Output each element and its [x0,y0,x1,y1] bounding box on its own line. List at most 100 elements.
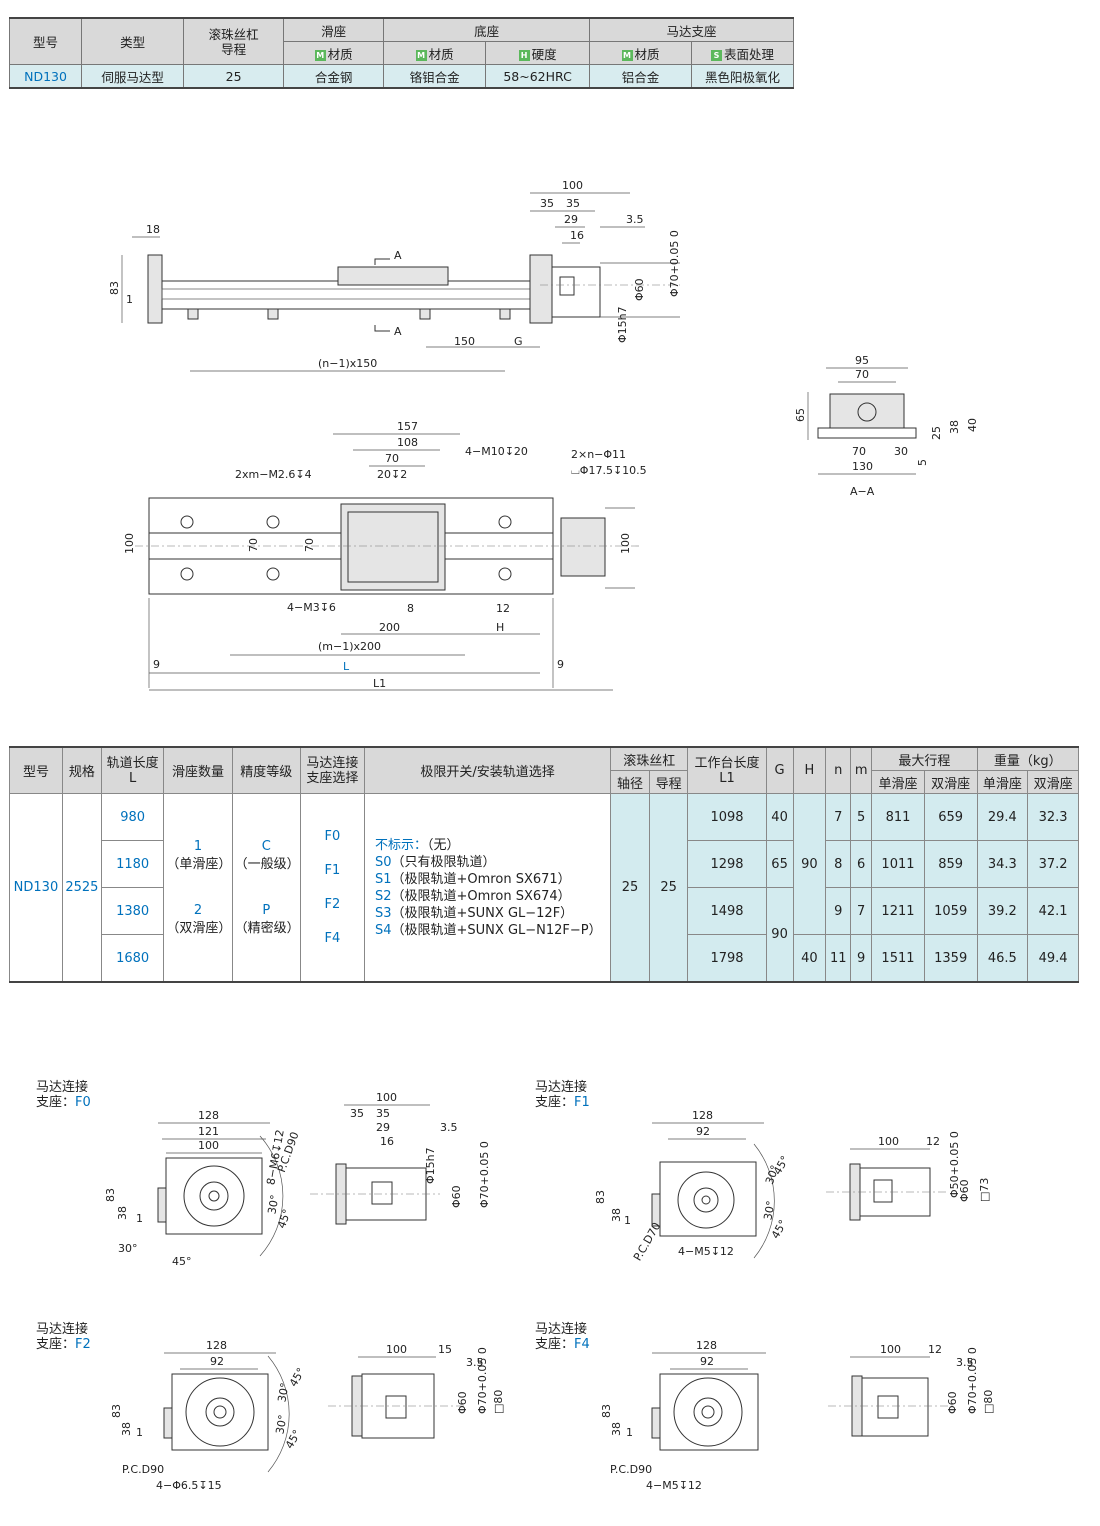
svg-text:12: 12 [926,1135,940,1148]
mount-f1-drawing: 128 92 83 38 1 P.C.D70 4−M5↧12 30° 45° 3… [594,1108,1006,1288]
svg-text:3.5: 3.5 [626,213,644,226]
cell-stroke-double: 1359 [923,934,978,983]
svg-text:92: 92 [700,1355,714,1368]
svg-text:83: 83 [594,1190,607,1204]
th-spec: 规格 [61,746,102,794]
svg-text:128: 128 [198,1109,219,1122]
cell-weight-single: 46.5 [976,934,1029,983]
cell-rail-length: 1180 [100,840,165,888]
cell-m: 9 [850,934,873,983]
svg-text:45°: 45° [275,1207,294,1230]
cell-mount: F0 F1 F2 F4 [299,793,365,983]
th-base: 底座 [383,17,591,42]
svg-text:1: 1 [136,1426,143,1439]
th-stroke-single: 单滑座 [871,770,925,794]
side-view-drawing: 100 35 35 29 16 3.5 18 83 1 A A 150 G (n… [100,175,700,375]
svg-text:38: 38 [120,1422,133,1436]
cell-table-length: 1498 [687,887,767,935]
cell-weight-single: 34.3 [976,840,1029,888]
th-ball-screw: 滚珠丝杠 [610,746,689,771]
svg-text:121: 121 [198,1125,219,1138]
svg-text:128: 128 [206,1339,227,1352]
spec-base-material: 铬钼合金 [383,64,487,89]
svg-text:45°: 45° [172,1255,192,1268]
svg-text:□80: □80 [492,1390,505,1414]
svg-text:83: 83 [110,1404,123,1418]
svg-text:□73: □73 [978,1178,991,1202]
cell-rail-length: 1680 [100,934,165,983]
cell-m: 6 [850,840,873,888]
svg-text:9: 9 [153,658,160,671]
svg-text:16: 16 [570,229,584,242]
svg-text:35: 35 [566,197,580,210]
svg-text:P.C.D90: P.C.D90 [610,1463,652,1476]
th-stroke-double: 双滑座 [923,770,978,794]
svg-text:Φ60: Φ60 [633,278,646,301]
cell-table-length: 1098 [687,793,767,841]
cell-n: 8 [825,840,852,888]
svg-text:1: 1 [136,1212,143,1225]
material-badge: M [415,49,427,61]
th-model: 型号 [8,17,83,65]
svg-text:5: 5 [916,459,929,466]
svg-text:□80: □80 [982,1390,995,1414]
svg-text:L1: L1 [373,677,386,690]
hardness-badge: H [518,49,530,61]
svg-text:16: 16 [380,1135,394,1148]
th-precision: 精度等级 [231,746,301,794]
cell-spec: 2525 [61,793,102,983]
table-row: 1380 1498 90 9 7 1211 1059 39.2 42.1 [10,887,1079,983]
th-lead: 导程 [648,770,689,794]
th-table-length: 工作台长度 L1 [687,746,767,794]
svg-text:100: 100 [878,1135,899,1148]
th-slider-count: 滑座数量 [163,746,233,794]
cell-weight-double: 32.3 [1027,793,1079,841]
cell-table-length: 1798 [687,934,767,983]
material-badge: M [621,49,633,61]
mount-f0-drawing: 128 121 100 83 38 1 P.C.D90 8−M6↧12 30° … [104,1088,491,1278]
svg-text:(m−1)x200: (m−1)x200 [318,640,381,653]
spec-base-hardness: 58~62HRC [485,64,591,89]
svg-text:30: 30 [894,445,908,458]
svg-text:9: 9 [557,658,564,671]
svg-text:4−M5↧12: 4−M5↧12 [646,1479,702,1492]
svg-text:100: 100 [619,533,632,554]
svg-text:20↧2: 20↧2 [377,468,407,481]
cell-stroke-double: 1059 [923,887,978,935]
svg-text:83: 83 [600,1404,613,1418]
cell-weight-double: 37.2 [1027,840,1079,888]
cell-h: 40 [792,934,827,983]
cell-stroke-single: 1011 [871,840,925,888]
cell-h: 90 [792,793,827,935]
cell-g: 90 [765,887,794,983]
th-motor-mount: 马达支座 [589,17,794,42]
mount-f2-drawing: 128 92 83 38 1 P.C.D90 4−Φ6.5↧15 30° 45°… [106,1336,526,1516]
th-motor-mount: 马达连接 支座选择 [299,746,365,794]
spec-slider-material: 合金钢 [283,64,385,89]
svg-text:92: 92 [210,1355,224,1368]
svg-text:38: 38 [116,1206,129,1220]
svg-text:30°: 30° [275,1382,291,1403]
th-slider: 滑座 [283,17,385,42]
svg-text:A: A [394,325,402,338]
cell-g: 65 [765,840,794,888]
svg-text:30°: 30° [273,1414,289,1435]
svg-text:29: 29 [376,1121,390,1134]
th-h: H [792,746,827,794]
svg-text:30°: 30° [265,1194,281,1215]
svg-text:70: 70 [385,452,399,465]
svg-text:29: 29 [564,213,578,226]
mount-f2-label: 马达连接 支座：F2 [36,1322,91,1352]
svg-text:18: 18 [146,223,160,236]
svg-text:70: 70 [303,538,316,552]
cell-limit: 不标示：（无） S0（只有极限轨道） S1（极限轨道+Omron SX671） … [363,793,612,983]
svg-text:30°: 30° [118,1242,138,1255]
cell-n: 9 [825,887,852,935]
cell-shaft: 25 [610,793,650,983]
svg-text:30°: 30° [761,1200,777,1221]
cell-weight-double: 49.4 [1027,934,1079,983]
th-model: 型号 [9,746,63,794]
th-limit: 极限开关/安装轨道选择 [363,746,612,794]
